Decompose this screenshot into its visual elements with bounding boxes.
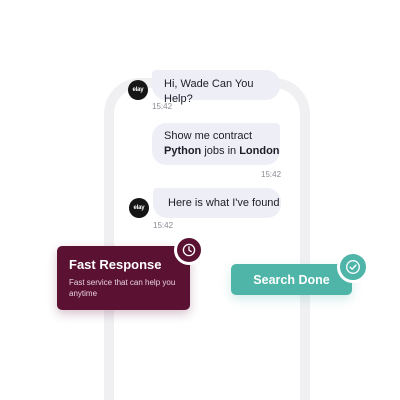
message-line: Show me contract [164, 130, 253, 142]
chat-bubble-incoming: Hi, Wade Can You Help? [152, 70, 280, 105]
avatar-label: elay [133, 205, 145, 211]
message-line: Python jobs in London [164, 144, 280, 159]
keyword-python: Python [164, 145, 202, 157]
bot-avatar: elay [128, 80, 148, 100]
fast-response-title: Fast Response [69, 257, 162, 272]
chat-bubble-incoming: Here is what I've found [153, 188, 281, 218]
message-text: Hi, Wade Can You Help? [164, 78, 254, 105]
bot-avatar: elay [129, 198, 149, 218]
chat-bubble-outgoing: Show me contract Python jobs in London [152, 123, 280, 165]
avatar-label: elay [132, 87, 144, 93]
message-timestamp: 15:42 [261, 170, 282, 179]
keyword-london: London [239, 145, 280, 157]
message-timestamp: 15:42 [153, 221, 174, 230]
check-circle-icon [337, 251, 369, 283]
fast-response-card: Fast Response Fast service that can help… [57, 246, 190, 310]
search-done-label: Search Done [253, 272, 330, 287]
message-timestamp: 15:42 [152, 102, 173, 111]
message-fragment: jobs in [201, 145, 240, 157]
fast-response-subtitle: Fast service that can help you anytime [69, 278, 176, 298]
clock-icon [174, 235, 204, 265]
message-text: Here is what I've found [168, 197, 280, 209]
search-done-badge: Search Done [231, 264, 352, 295]
